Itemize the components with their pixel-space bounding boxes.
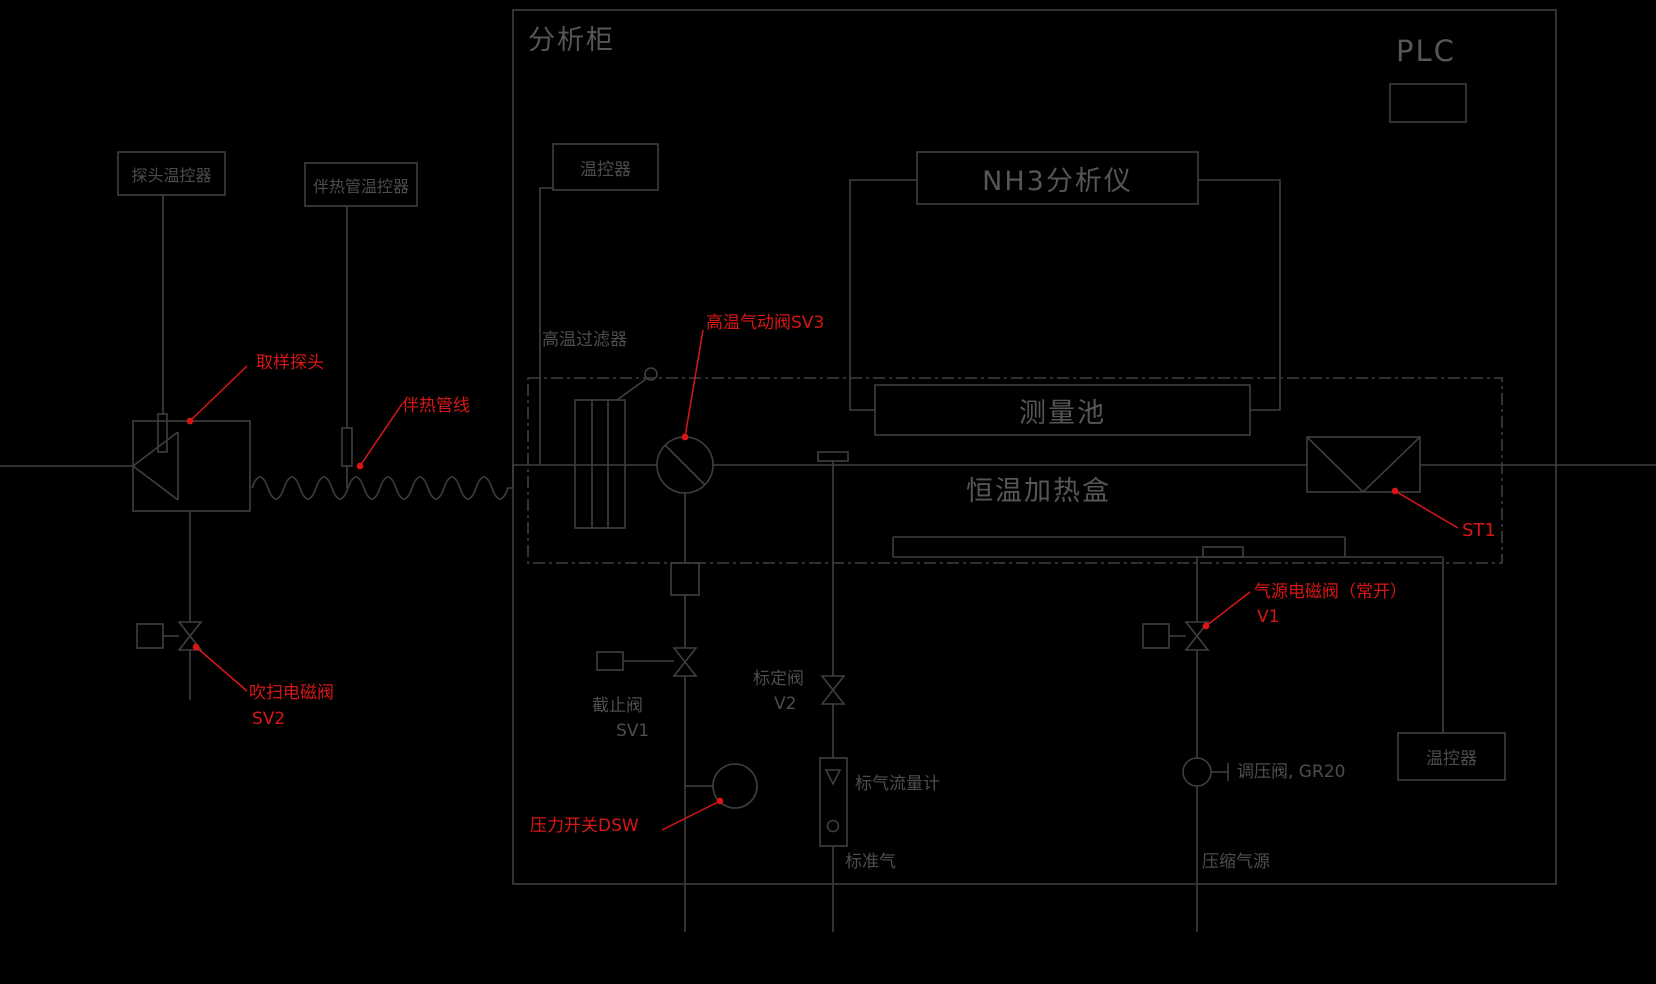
st1-label: ST1 [1462, 520, 1496, 541]
sampling-probe-label: 取样探头 [256, 353, 324, 373]
plc-label: PLC [1396, 34, 1456, 68]
sv3-leader-line [684, 329, 704, 438]
gr20-regulator [1182, 757, 1212, 787]
probe-leader-line [189, 365, 248, 422]
shutoff-valve-label: 截止阀 [592, 696, 643, 716]
trace-connector [341, 427, 353, 467]
nh3-right-pipe [1198, 179, 1281, 411]
plc-box [1389, 83, 1467, 123]
st1-body [1306, 436, 1421, 493]
probe-nozzle [131, 431, 179, 501]
rotameter-taper [824, 769, 842, 786]
shutoff-valve-tag: SV1 [616, 721, 650, 741]
temp-controller-top-label: 温控器 [580, 159, 631, 180]
st1-leader-line [1394, 490, 1459, 529]
heater-sensor-tab [1202, 546, 1244, 558]
heating-box-border [527, 377, 1503, 564]
heat-trace-line-label: 伴热管线 [402, 396, 470, 416]
compressed-air-label: 压缩气源 [1202, 852, 1270, 872]
v1-leader-line [1205, 591, 1251, 627]
air-solenoid-tag: V1 [1257, 607, 1280, 627]
high-temp-filter-label: 高温过滤器 [542, 330, 627, 350]
regulator-label: 调压阀, GR20 [1237, 762, 1346, 782]
trace-temp-controller-box [304, 162, 418, 207]
heater-plate [892, 536, 1443, 558]
sv1-actuator [670, 562, 700, 596]
probe-temp-controller-label: 探头温控器 [131, 165, 212, 185]
dsw-leader-line [661, 800, 721, 831]
probe-body [132, 420, 251, 512]
nh3-left-pipe [849, 179, 917, 411]
standard-gas-label: 标准气 [845, 852, 896, 872]
sv1-pilot [596, 651, 624, 671]
calibration-valve-label: 标定阀 [753, 669, 804, 689]
probe-temp-controller-box [117, 151, 226, 196]
v2-valve-body [820, 675, 846, 705]
sv3-valve-label: 高温气动阀SV3 [706, 313, 825, 333]
rotameter-body [819, 757, 848, 847]
cabinet-title: 分析柜 [528, 25, 615, 56]
filter-elements [591, 400, 609, 528]
heating-box-label: 恒温加热盒 [966, 476, 1111, 507]
sv2-leader-line [195, 646, 248, 692]
rotameter-float [826, 819, 840, 833]
air-solenoid-label: 气源电磁阀（常开） [1254, 582, 1407, 602]
nh3-analyzer-label: NH3分析仪 [982, 165, 1133, 197]
sv1-valve-body [672, 647, 698, 677]
sv2-solenoid-coil [136, 623, 164, 649]
gr20-port [1211, 763, 1229, 781]
temp-controller-top-box [552, 143, 659, 191]
purge-valve-tag: SV2 [252, 709, 286, 729]
sv3-valve-ball [664, 444, 706, 486]
purge-valve-label: 吹扫电磁阀 [249, 683, 334, 703]
trace-leader-line [359, 403, 403, 467]
st1-element [1306, 436, 1421, 494]
heat-trace-wavy-line [251, 465, 514, 500]
pressure-switch-label: 压力开关DSW [530, 816, 639, 836]
v1-solenoid-coil [1142, 623, 1170, 649]
measurement-cell-box [874, 384, 1251, 436]
temp-controller-top-line [539, 187, 553, 465]
tee-fitting [817, 451, 849, 462]
temp-controller-bottom-box [1397, 732, 1506, 781]
trace-temp-controller-label: 伴热管温控器 [312, 176, 409, 196]
temp-controller-bottom-label: 温控器 [1426, 749, 1477, 769]
nh3-analyzer-box [916, 151, 1199, 205]
dsw-pressure-switch [712, 763, 758, 809]
flowmeter-label: 标气流量计 [855, 774, 940, 794]
filter-vent-port [644, 367, 658, 381]
cabinet-border [512, 9, 1557, 885]
measurement-cell-label: 测量池 [1019, 397, 1106, 429]
high-temp-filter-body [574, 399, 626, 529]
filter-vent-line [616, 378, 647, 401]
calibration-valve-tag: V2 [774, 694, 797, 714]
